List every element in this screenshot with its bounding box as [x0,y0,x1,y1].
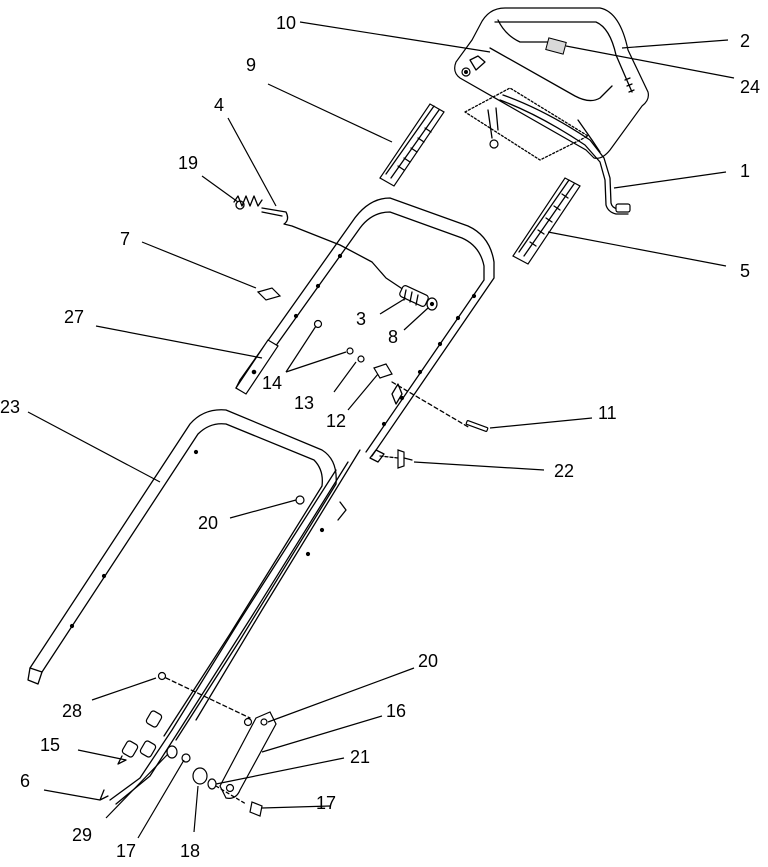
handle-bracket-part-27 [235,339,279,395]
foam-grip-part-5 [512,177,581,265]
callout-19: 19 [178,153,198,173]
cable-clip-part-7 [256,287,282,301]
callout-22: 22 [554,461,574,481]
callout-6: 6 [20,771,30,791]
callout-29: 29 [72,825,92,845]
fastener-parts [166,745,263,817]
control-cable-part [233,195,405,291]
callout-17-left: 17 [116,841,136,861]
callout-17-right: 17 [316,793,336,813]
callout-11: 11 [598,403,617,423]
callout-15: 15 [40,735,60,755]
bolt-part-28 [157,671,251,719]
hardware-small-parts [313,319,489,432]
callout-21: 21 [350,747,370,767]
callout-7: 7 [120,229,130,249]
callout-13: 13 [294,393,314,413]
callout-18: 18 [180,841,200,861]
callout-23: 23 [0,397,20,417]
link-plate-part-16 [219,711,277,799]
callout-24: 24 [740,77,760,97]
callout-1: 1 [740,161,750,181]
callout-5: 5 [740,261,750,281]
lower-handle-part [27,409,337,741]
lower-cables-part [99,449,361,805]
callout-labels: 1 2 3 4 5 6 7 8 9 10 11 12 13 14 15 16 1… [0,13,760,861]
callout-20-lower: 20 [418,651,438,671]
callout-14: 14 [262,373,282,393]
callout-16: 16 [386,701,406,721]
callout-20-middle: 20 [198,513,218,533]
handle-console-part [454,7,649,161]
callout-9: 9 [246,55,256,75]
control-bail-part [499,94,631,215]
leader-lines [27,21,735,839]
foam-grip-part-9 [379,103,445,187]
callout-10: 10 [276,13,296,33]
callout-12: 12 [326,411,346,431]
callout-8: 8 [388,327,398,347]
callout-2: 2 [740,31,750,51]
cable-adjuster-part [399,285,438,311]
callout-28: 28 [62,701,82,721]
callout-3: 3 [356,309,366,329]
callout-27: 27 [64,307,84,327]
callout-4: 4 [214,95,224,115]
screw-part-22 [369,449,413,469]
